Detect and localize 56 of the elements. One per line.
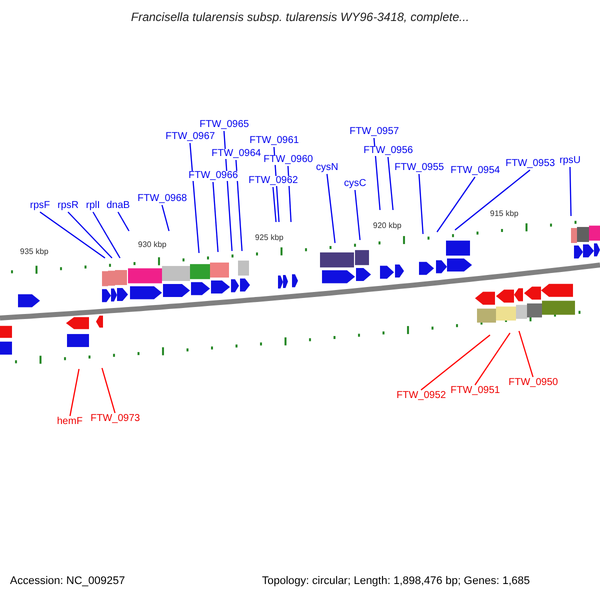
gene-label: rpsR bbox=[58, 201, 79, 211]
gene-label: FTW_0956 bbox=[364, 146, 413, 156]
leader-line bbox=[189, 142, 200, 254]
gene-label: FTW_0953 bbox=[506, 159, 555, 169]
leader-line bbox=[101, 368, 116, 414]
gene-label: FTW_0973 bbox=[90, 414, 140, 424]
gene-label: cysC bbox=[344, 179, 366, 189]
leader-line bbox=[418, 174, 424, 234]
gene-label: FTW_0964 bbox=[212, 149, 261, 159]
leader-line bbox=[161, 204, 170, 232]
scale-label: 935 kbp bbox=[20, 248, 48, 256]
leader-line bbox=[272, 186, 277, 222]
gene-label: hemF bbox=[57, 417, 83, 427]
leader-line bbox=[68, 212, 112, 258]
leader-line bbox=[373, 138, 381, 210]
leader-line bbox=[387, 156, 394, 210]
scale-label: 920 kbp bbox=[373, 222, 402, 230]
gene-label: FTW_0950 bbox=[508, 378, 558, 388]
gene-label: rpsF bbox=[30, 201, 50, 211]
leader-line bbox=[326, 174, 336, 244]
gene-label: FTW_0967 bbox=[166, 132, 215, 142]
leader-line bbox=[40, 212, 106, 258]
scale-label: 925 kbp bbox=[255, 234, 284, 242]
gene-label: FTW_0951 bbox=[450, 386, 500, 396]
leader-line bbox=[223, 130, 233, 252]
genome-summary-text: Topology: circular; Length: 1,898,476 bp; Genes: 1,685 bbox=[262, 576, 530, 587]
leader-line bbox=[354, 190, 361, 240]
gene-label: FTW_0965 bbox=[200, 120, 249, 130]
gene-label: dnaB bbox=[106, 201, 130, 211]
gene-label: FTW_0966 bbox=[188, 171, 238, 181]
leader-line bbox=[474, 332, 510, 386]
gene-label: FTW_0962 bbox=[248, 176, 298, 186]
gene-label: FTW_0968 bbox=[138, 194, 187, 204]
gene-label: FTW_0961 bbox=[250, 136, 299, 146]
leader-line bbox=[420, 334, 490, 390]
leader-line bbox=[518, 330, 534, 378]
gene-label: rpsU bbox=[560, 156, 581, 166]
gene-label: rplI bbox=[86, 201, 100, 211]
scale-label: 930 kbp bbox=[138, 241, 166, 249]
leader-line bbox=[454, 170, 530, 230]
leader-line bbox=[212, 182, 219, 252]
leader-line bbox=[436, 176, 476, 232]
map-title: Francisella tularensis subsp. tularensis WY96-3418, complete... bbox=[131, 11, 470, 23]
gene-label: cysN bbox=[316, 163, 338, 173]
leader-line bbox=[569, 166, 572, 216]
leader-line bbox=[117, 212, 130, 232]
gene-label: FTW_0960 bbox=[264, 155, 313, 165]
gene-label: FTW_0957 bbox=[350, 127, 399, 137]
gene-label: FTW_0955 bbox=[394, 163, 444, 173]
gene-label: FTW_0952 bbox=[396, 391, 446, 401]
scale-label: 915 kbp bbox=[490, 210, 518, 218]
leader-line bbox=[69, 368, 80, 416]
leader-line bbox=[92, 212, 121, 258]
leader-line bbox=[235, 160, 243, 252]
gene-label: FTW_0954 bbox=[450, 166, 500, 176]
accession-text: Accession: NC_009257 bbox=[10, 576, 125, 587]
